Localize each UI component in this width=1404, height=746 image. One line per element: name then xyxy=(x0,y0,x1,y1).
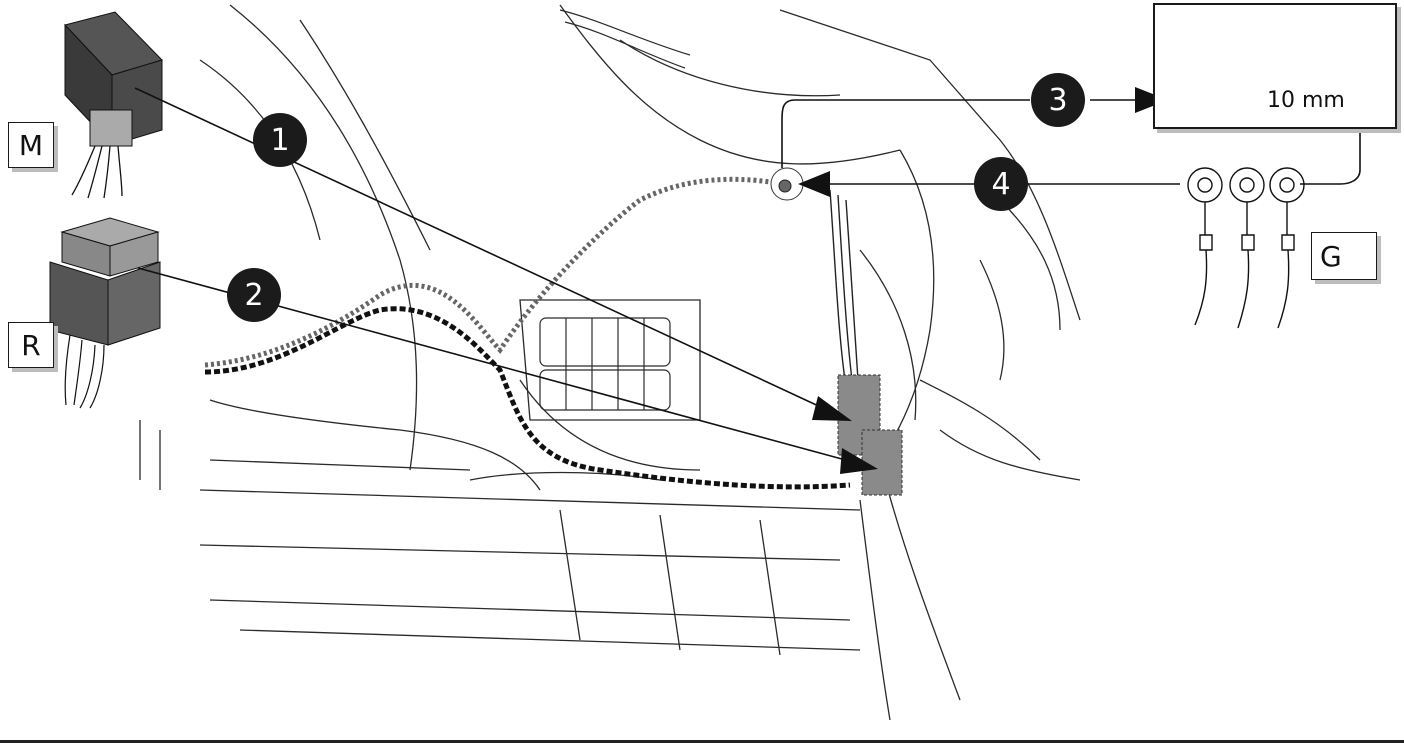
relay-label: R xyxy=(8,322,54,368)
arrowheads xyxy=(798,87,1168,474)
module-unit-illustration xyxy=(64,11,163,199)
tool-box xyxy=(1153,3,1397,129)
footer-divider xyxy=(0,740,1404,743)
ground-label-text: G xyxy=(1320,239,1342,273)
ground-point xyxy=(770,167,804,201)
harness-black-wire xyxy=(204,306,851,490)
harness-striped-wire xyxy=(204,176,791,368)
ground-label: G xyxy=(1311,232,1377,280)
module-label: M xyxy=(8,122,54,168)
step-1-marker: 1 xyxy=(253,113,307,167)
harness-connector-block xyxy=(837,374,903,496)
ring-terminal-icon xyxy=(1187,167,1305,329)
step-3-marker: 3 xyxy=(1031,73,1085,127)
harness-vertical-wires xyxy=(829,189,859,381)
relay-unit-illustration xyxy=(49,217,161,409)
step-2-marker: 2 xyxy=(227,268,281,322)
vent-grille xyxy=(539,317,671,411)
step-4-marker: 4 xyxy=(974,157,1028,211)
leader-lines xyxy=(134,87,1361,466)
tool-size-label: 10 mm xyxy=(1267,88,1345,113)
corrugated-tube xyxy=(559,9,691,69)
